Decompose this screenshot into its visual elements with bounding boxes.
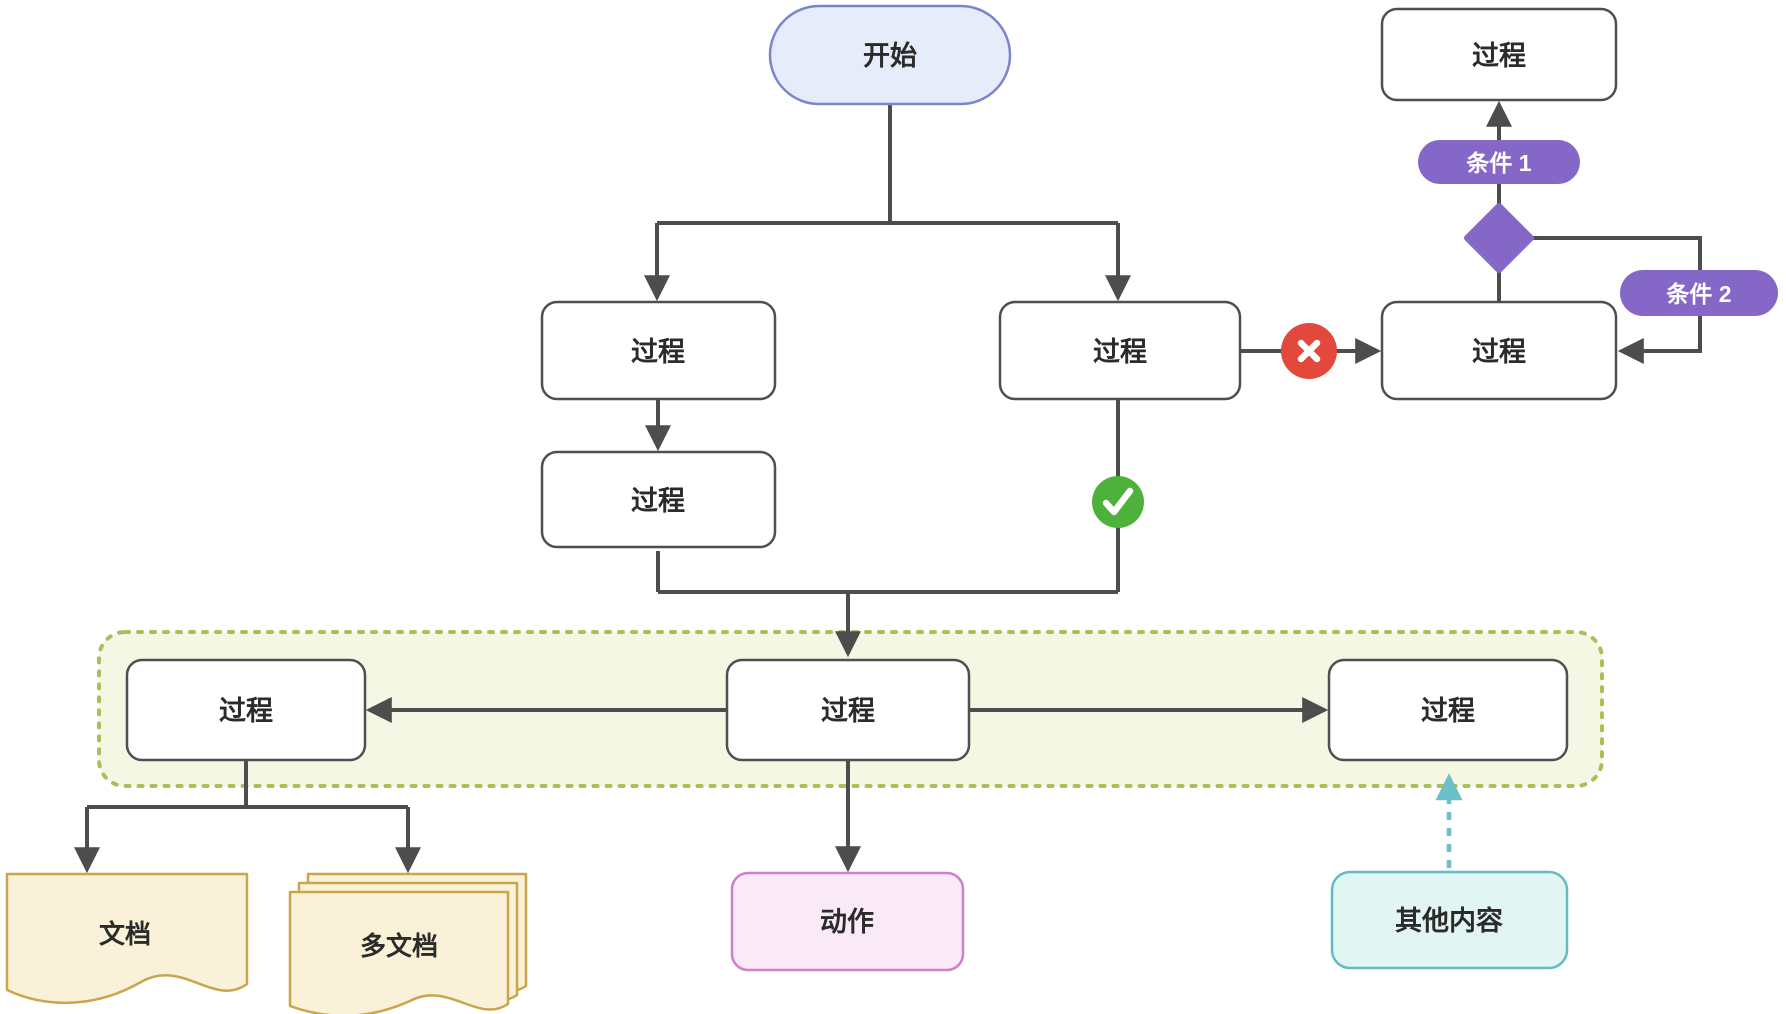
node-proc-branch-right: 过程 bbox=[998, 300, 1242, 401]
node-proc-row-left: 过程 bbox=[125, 658, 367, 762]
node-other-content: 其他内容 bbox=[1330, 870, 1569, 970]
node-proc-top-right: 过程 bbox=[1380, 7, 1618, 102]
node-document: 文档 bbox=[5, 872, 249, 1004]
node-label: 过程 bbox=[1472, 337, 1526, 367]
node-proc-branch-left: 过程 bbox=[540, 300, 777, 401]
node-proc-row-right: 过程 bbox=[1327, 658, 1569, 762]
node-multi-document: 多文档 bbox=[288, 872, 528, 1014]
node-label: 动作 bbox=[820, 907, 874, 937]
node-label: 过程 bbox=[821, 696, 875, 726]
decision-diamond bbox=[1464, 203, 1534, 273]
node-proc-loop-target: 过程 bbox=[1380, 300, 1618, 401]
node-label: 多文档 bbox=[360, 931, 438, 961]
node-label: 过程 bbox=[631, 337, 685, 367]
node-action: 动作 bbox=[730, 871, 965, 972]
pass-badge bbox=[1092, 476, 1144, 528]
multi-document-page-1 bbox=[288, 890, 510, 1014]
node-label: 文档 bbox=[99, 919, 151, 949]
node-proc-row-center: 过程 bbox=[725, 658, 971, 762]
node-label: 过程 bbox=[1093, 337, 1147, 367]
condition-1-label: 条件 1 bbox=[1466, 150, 1531, 176]
condition-2-label: 条件 2 bbox=[1666, 281, 1731, 307]
node-label: 过程 bbox=[631, 486, 685, 516]
node-label: 开始 bbox=[863, 40, 917, 71]
node-label: 其他内容 bbox=[1395, 905, 1503, 936]
node-label: 过程 bbox=[1472, 41, 1526, 71]
edge-label-condition-1: 条件 1 bbox=[1418, 140, 1580, 184]
node-start: 开始 bbox=[768, 4, 1012, 106]
node-proc-branch-left-2: 过程 bbox=[540, 450, 777, 549]
node-label: 过程 bbox=[1421, 696, 1475, 726]
node-label: 过程 bbox=[219, 696, 273, 726]
fail-badge bbox=[1281, 323, 1337, 379]
edge-label-condition-2: 条件 2 bbox=[1620, 270, 1778, 316]
